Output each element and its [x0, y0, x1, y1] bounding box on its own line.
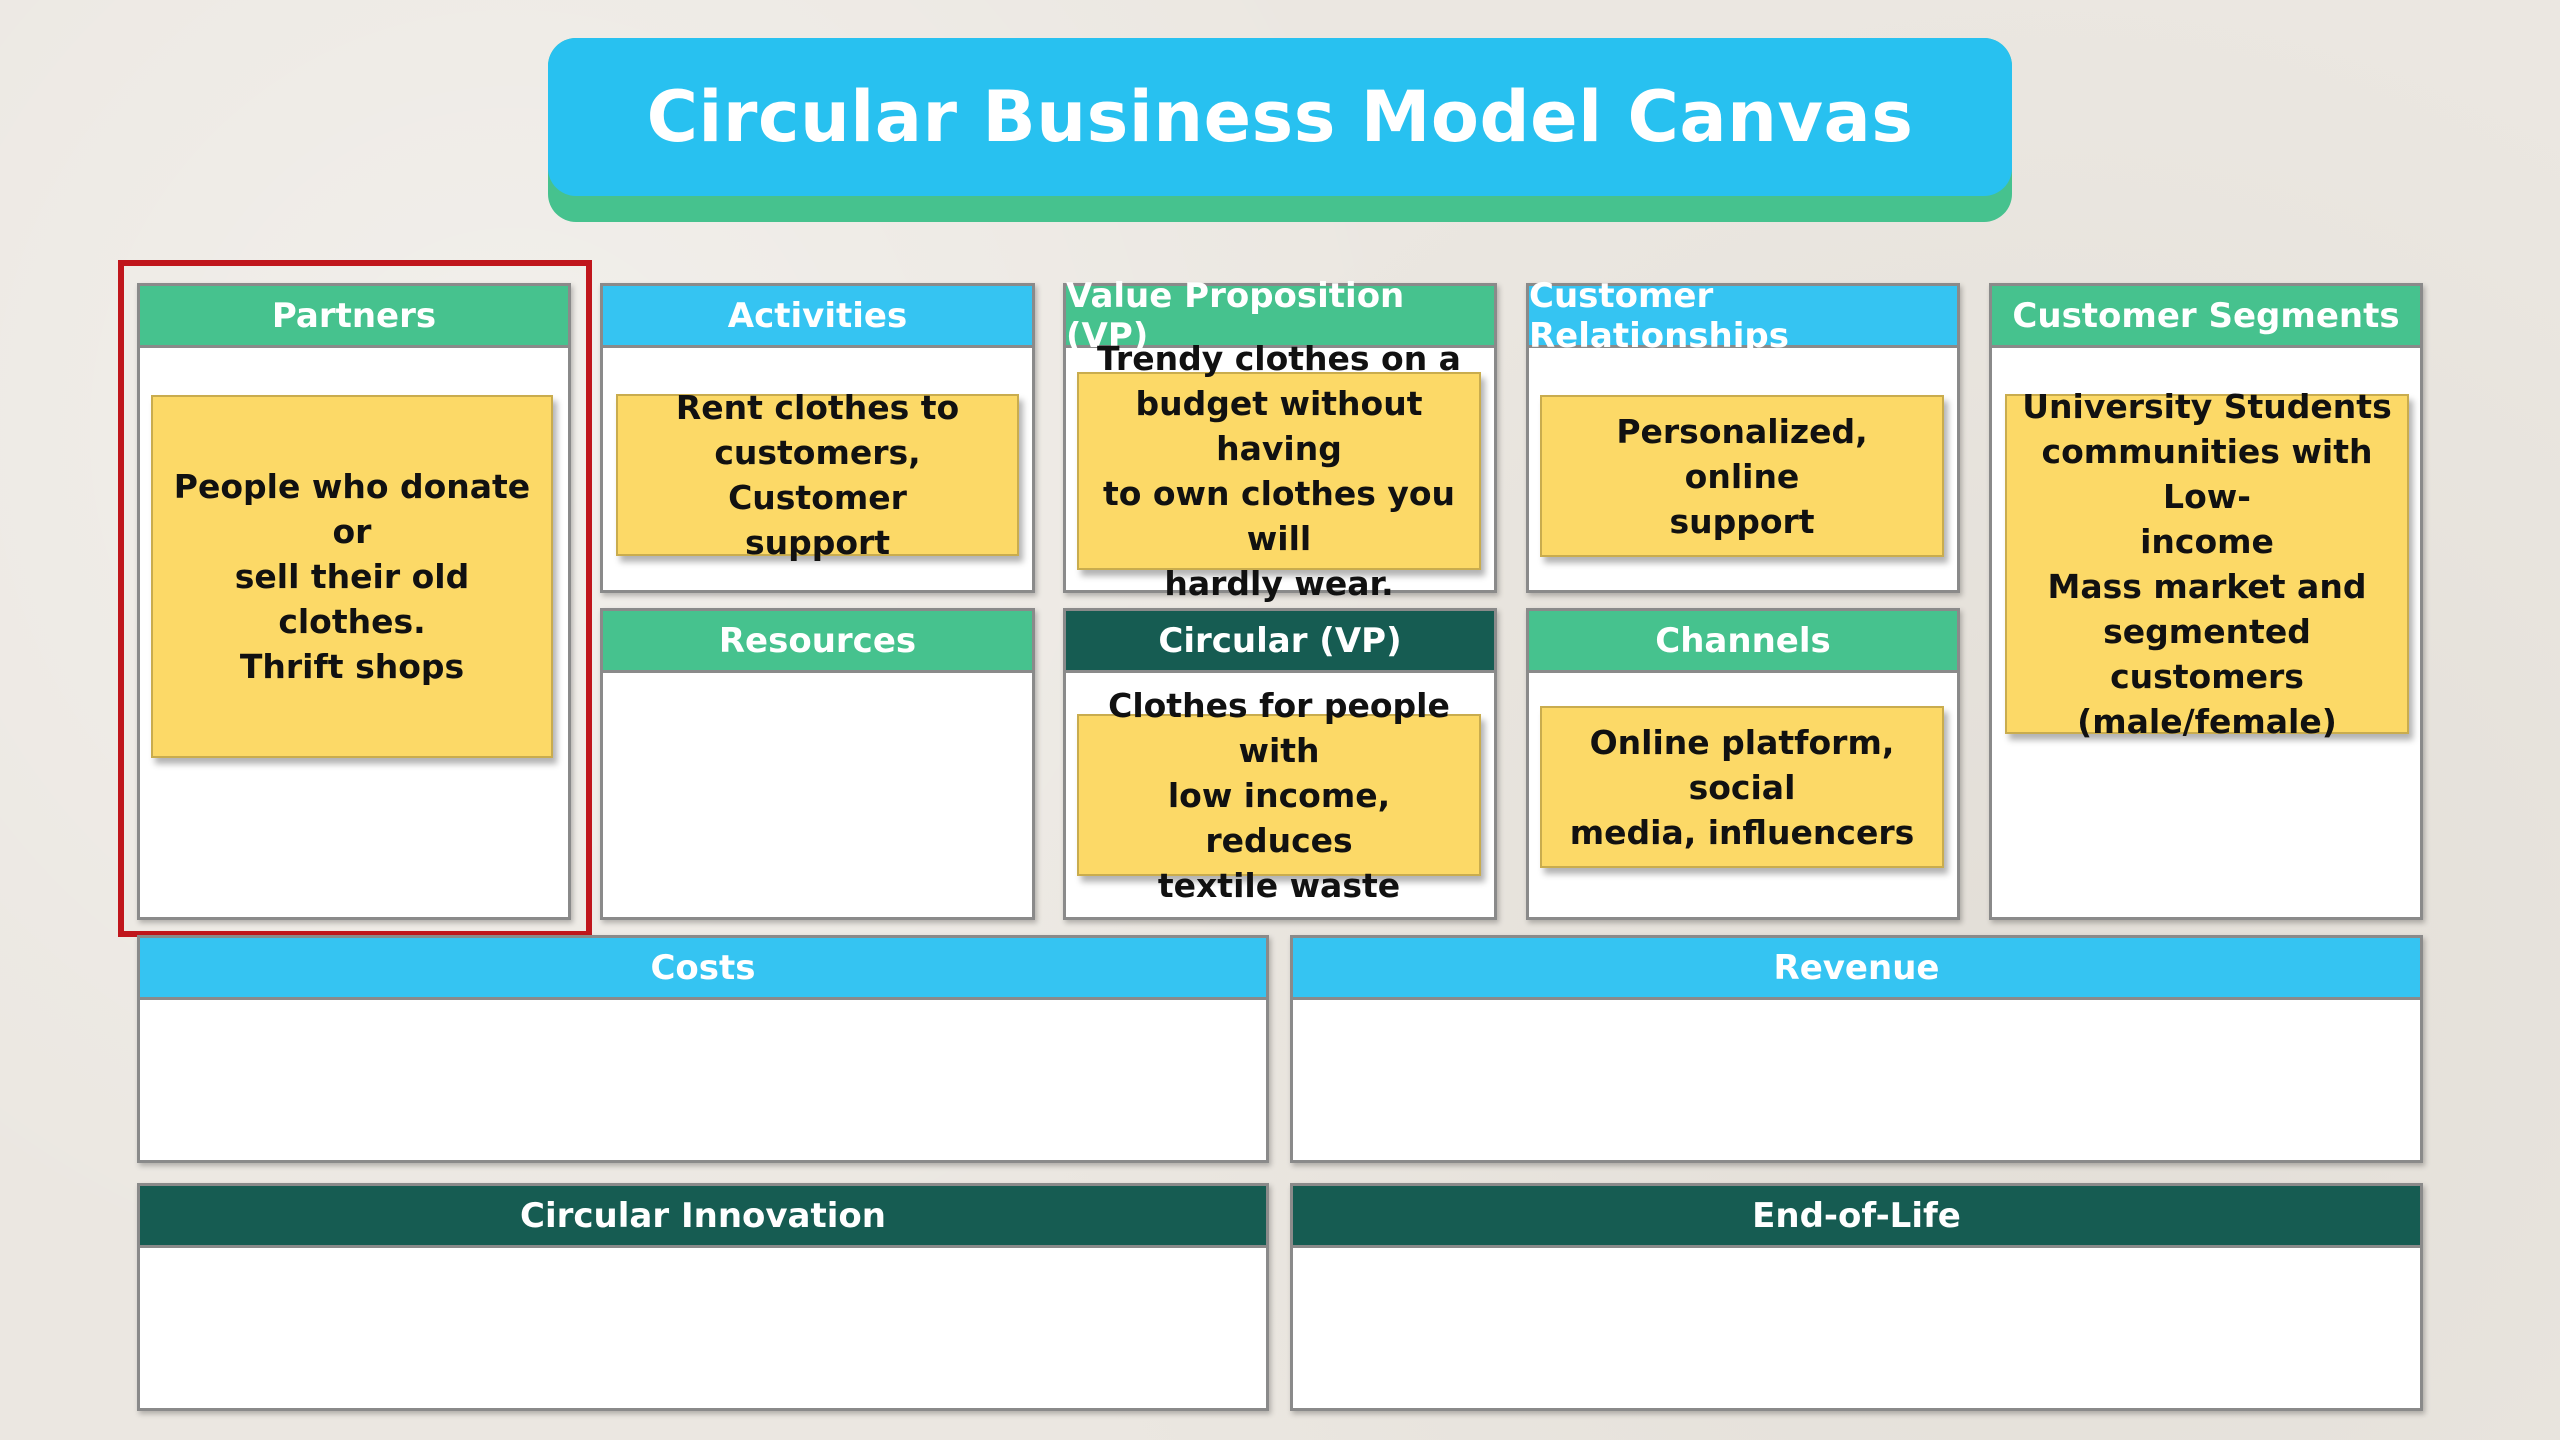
- revenue-header: Revenue: [1293, 938, 2420, 1000]
- resources-section[interactable]: Resources: [600, 608, 1035, 920]
- revenue-section[interactable]: Revenue: [1290, 935, 2423, 1163]
- costs-section[interactable]: Costs: [137, 935, 1269, 1163]
- circular-innovation-header: Circular Innovation: [140, 1186, 1266, 1248]
- activities-header: Activities: [603, 286, 1032, 348]
- end-of-life-header: End-of-Life: [1293, 1186, 2420, 1248]
- circular-vp-header: Circular (VP): [1066, 611, 1494, 673]
- activities-sticky-note[interactable]: Rent clothes to customers, Customer supp…: [616, 388, 1019, 562]
- partners-highlight-frame: [118, 260, 592, 937]
- costs-header: Costs: [140, 938, 1266, 1000]
- partners-sticky-note[interactable]: People who donate or sell their old clot…: [151, 395, 553, 758]
- circular-vp-sticky-note[interactable]: Clothes for people with low income, redu…: [1077, 686, 1481, 905]
- value-proposition-sticky-note[interactable]: Trendy clothes on a budget without havin…: [1077, 339, 1481, 603]
- page-title: Circular Business Model Canvas: [646, 76, 1914, 158]
- circular-innovation-section[interactable]: Circular Innovation: [137, 1183, 1269, 1411]
- customer-segments-header: Customer Segments: [1992, 286, 2420, 348]
- end-of-life-section[interactable]: End-of-Life: [1290, 1183, 2423, 1411]
- partners-header: Partners: [140, 286, 568, 348]
- title-banner: Circular Business Model Canvas: [548, 38, 2012, 222]
- channels-header: Channels: [1529, 611, 1957, 673]
- customer-relationships-header: Customer Relationships: [1529, 276, 1957, 356]
- channels-sticky-note[interactable]: Online platform, social media, influence…: [1540, 706, 1944, 868]
- customer-segments-sticky-note[interactable]: University Students communities with Low…: [2005, 387, 2409, 741]
- customer-relationships-sticky-note[interactable]: Personalized, online support: [1540, 395, 1944, 557]
- resources-header: Resources: [603, 611, 1032, 673]
- title-banner-face: Circular Business Model Canvas: [548, 38, 2012, 196]
